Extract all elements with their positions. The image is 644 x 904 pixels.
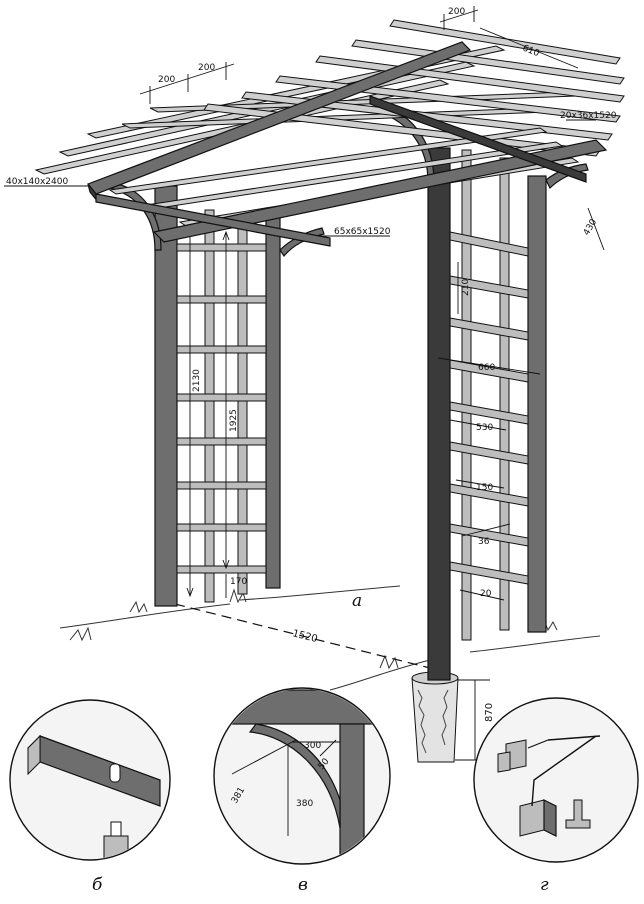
- svg-text:65x65x1520: 65x65x1520: [334, 227, 391, 237]
- label-detail-g: г: [540, 875, 549, 895]
- dim-lattice-top-gap: 210: [457, 262, 471, 314]
- dim-width-150: 150: [455, 479, 505, 493]
- left-post-back: [265, 207, 281, 589]
- svg-text:530: 530: [476, 423, 493, 433]
- post-footing: [411, 671, 459, 763]
- dim-width-20: 20: [459, 589, 505, 601]
- svg-text:200: 200: [198, 63, 215, 73]
- dim-height-total: 2130: [186, 214, 202, 598]
- dim-width-660: 660: [437, 357, 541, 375]
- svg-text:40x140x2400: 40x140x2400: [6, 177, 68, 187]
- detail-circle-g: [473, 697, 639, 863]
- roof-beams: [87, 41, 608, 247]
- label-main-a: а: [352, 591, 362, 611]
- svg-text:660: 660: [478, 363, 495, 373]
- beam-cross-back: [95, 193, 331, 247]
- dim-width-36: 36: [461, 523, 511, 547]
- label-slat-size: 20x36x1520: [560, 111, 617, 121]
- svg-text:870: 870: [484, 703, 495, 722]
- svg-text:200: 200: [448, 7, 465, 17]
- beam-cross-front: [369, 95, 587, 183]
- right-post-back: [527, 175, 547, 633]
- svg-text:430: 430: [582, 217, 599, 237]
- svg-text:200: 200: [158, 75, 175, 85]
- label-post-size: 65x65x1520: [320, 227, 391, 237]
- right-post-front: [427, 147, 451, 681]
- dim-bracket-380: 380: [296, 799, 313, 809]
- svg-text:1925: 1925: [229, 409, 239, 432]
- detail-circle-v: 300 50 381 380: [213, 687, 391, 865]
- right-frame: [376, 105, 589, 681]
- svg-text:210: 210: [461, 279, 471, 296]
- left-frame: [108, 183, 325, 607]
- beam-front: [152, 139, 608, 243]
- svg-text:20x36x1520: 20x36x1520: [560, 111, 617, 121]
- dim-overhang: 430: [582, 207, 605, 251]
- dim-bracket-300: 300: [304, 741, 321, 751]
- detail-circle-b: [9, 699, 171, 861]
- dim-top-spacing: 200 200 200: [139, 6, 479, 104]
- dim-width-530: 530: [449, 419, 507, 433]
- dim-bottom-gap: 170: [225, 574, 247, 598]
- label-detail-b: б: [92, 875, 103, 895]
- left-lattice-rungs: [176, 243, 267, 574]
- svg-text:2130: 2130: [192, 369, 202, 392]
- svg-text:20: 20: [480, 589, 492, 599]
- svg-text:36: 36: [478, 537, 490, 547]
- label-beam-size: 40x140x2400: [4, 177, 90, 187]
- label-detail-v: в: [298, 875, 308, 895]
- ground-lines: [59, 585, 601, 691]
- dim-span: 1520: [291, 628, 318, 645]
- span-dashed-line: [174, 603, 431, 669]
- dim-height-lattice: 1925: [222, 230, 239, 570]
- svg-text:150: 150: [476, 483, 493, 493]
- svg-text:170: 170: [230, 577, 247, 587]
